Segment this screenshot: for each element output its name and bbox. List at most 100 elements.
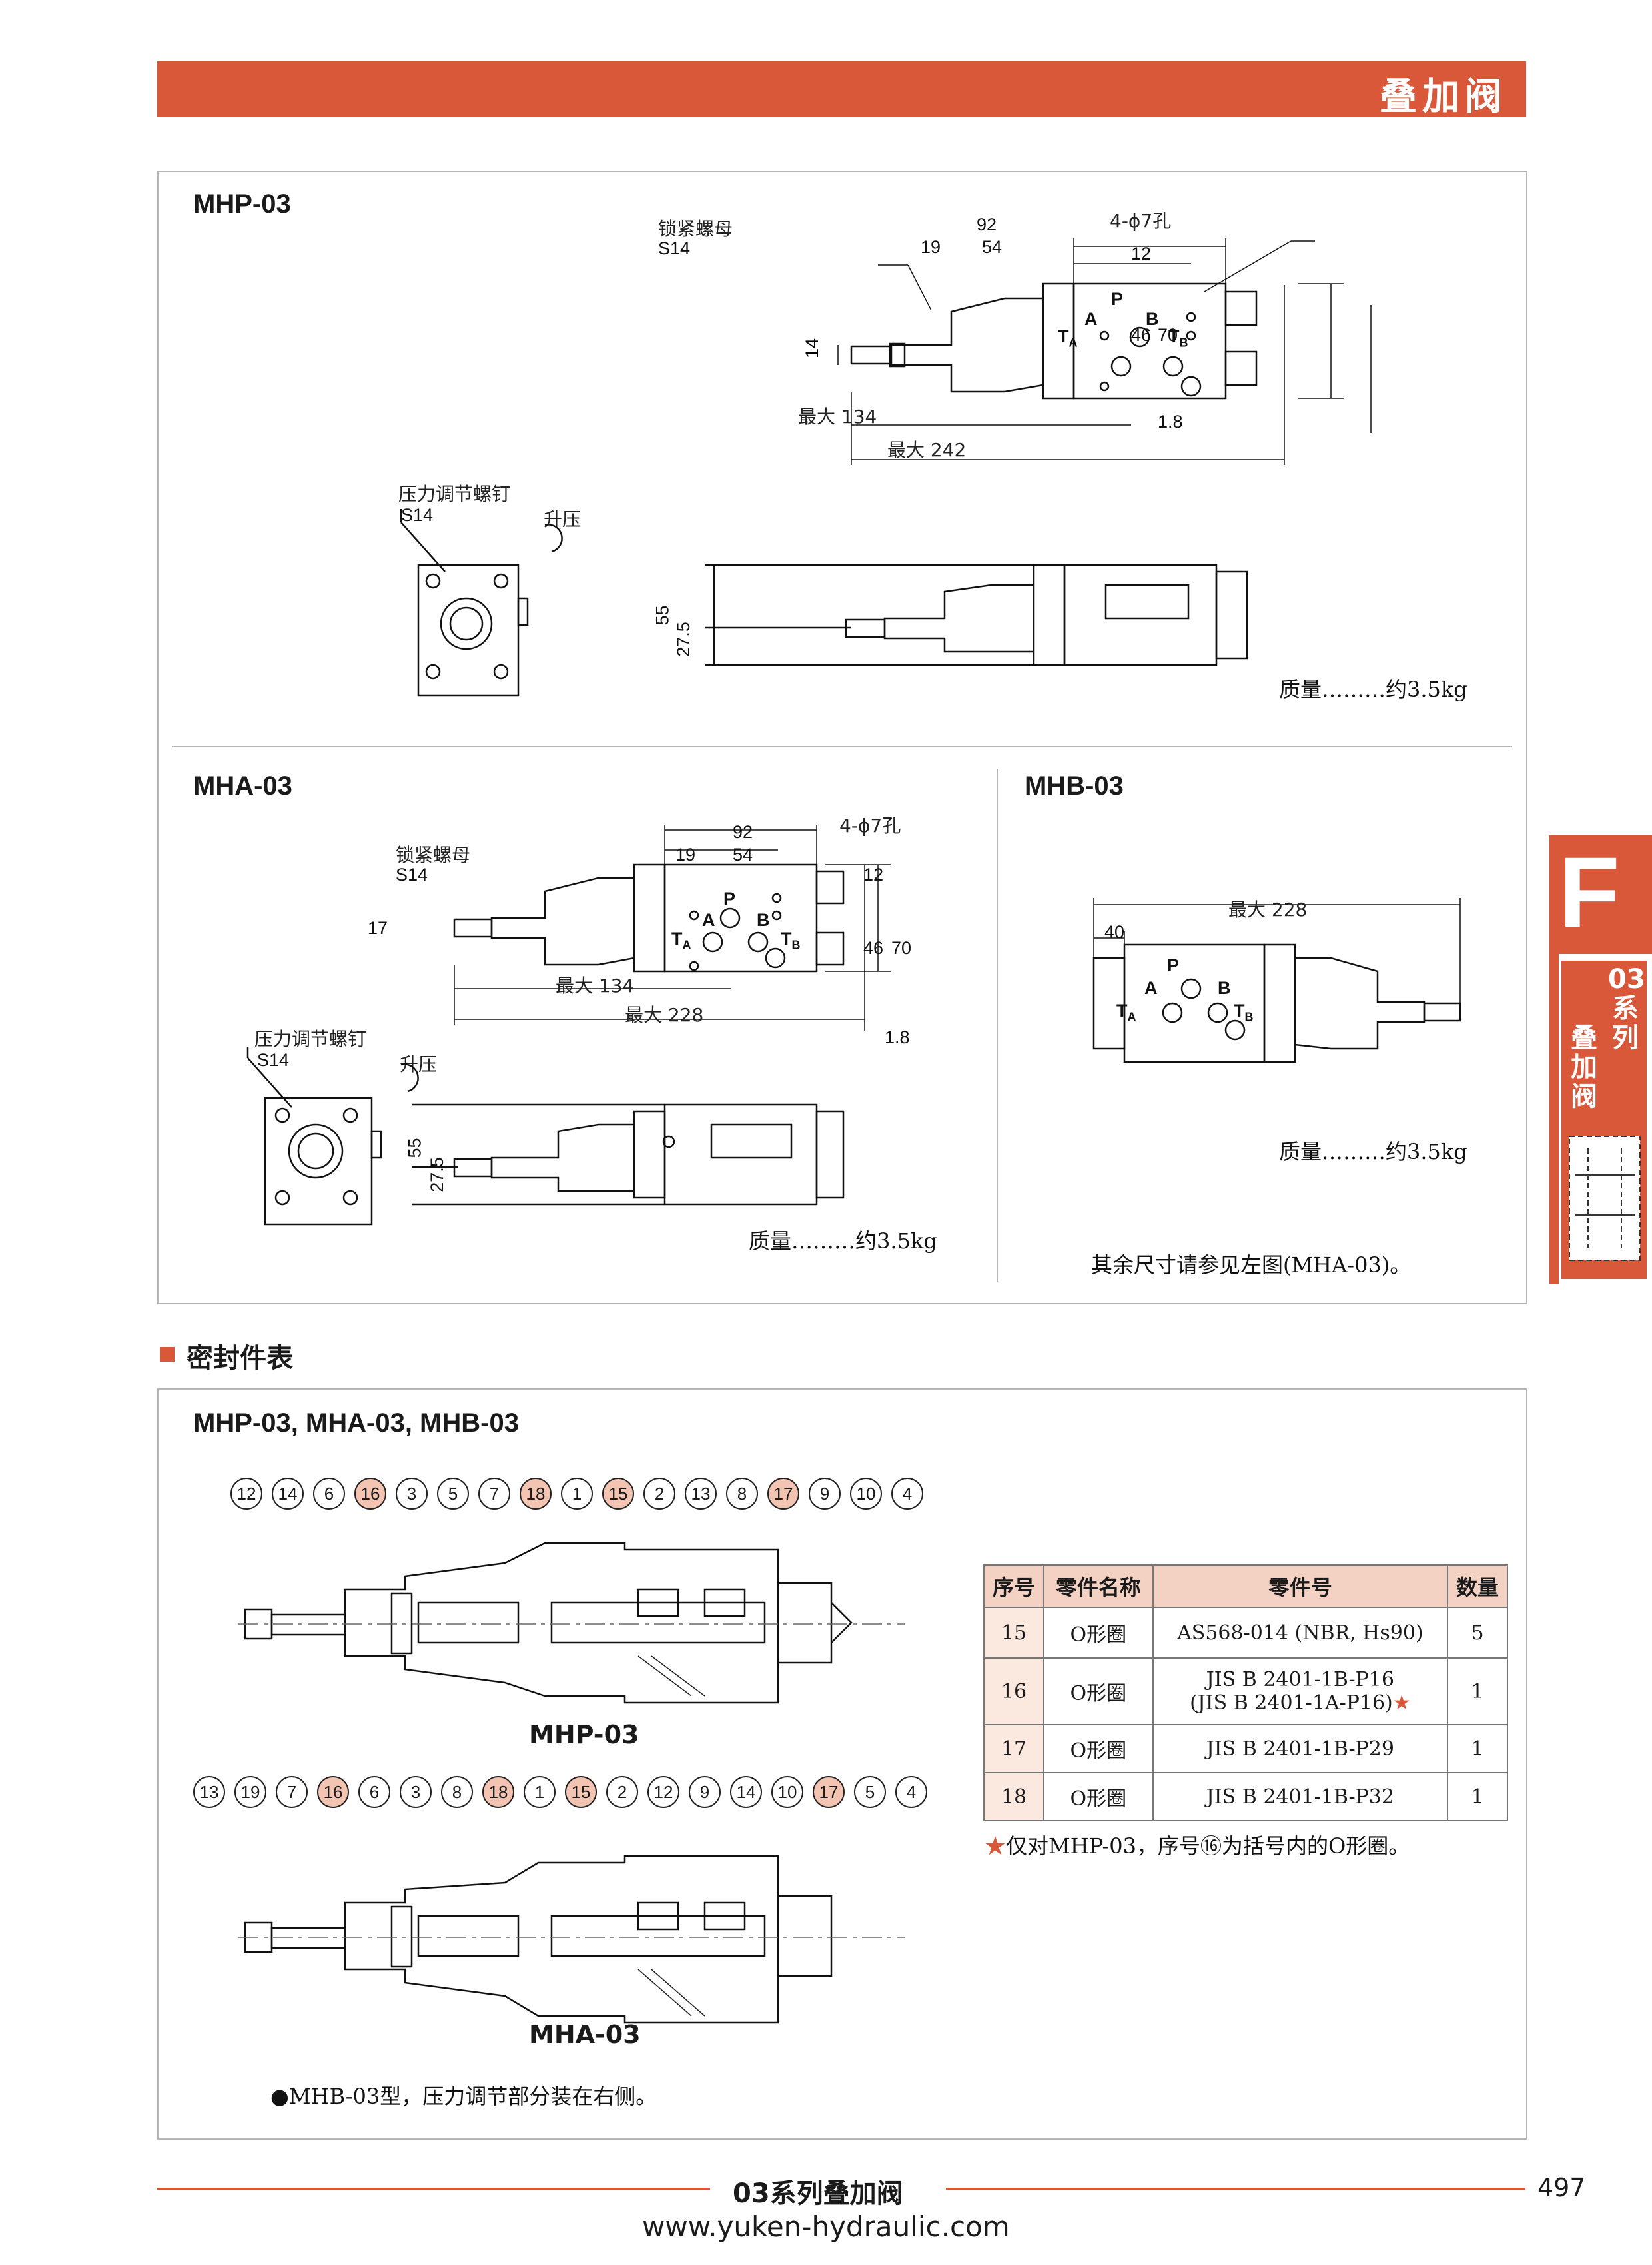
mhp-lock-nut-label: 锁紧螺母 (658, 218, 733, 240)
table-header-row: 序号 零件名称 零件号 数量 (983, 1564, 1508, 1608)
row-part: JIS B 2401-1B-P32 (1152, 1772, 1449, 1821)
callout-4: 4 (895, 1776, 927, 1808)
callout-14: 14 (272, 1478, 304, 1510)
mha-dim-27-5: 27.5 (426, 1157, 447, 1192)
mhp-dim-46: 46 (1131, 325, 1152, 345)
svg-text:14: 14 (802, 338, 822, 358)
callout-8: 8 (726, 1478, 758, 1510)
callout-4: 4 (891, 1478, 923, 1510)
mha-lock-nut-label: 锁紧螺母 (396, 844, 471, 866)
col-qty: 数量 (1447, 1564, 1508, 1608)
mhb-title: MHB-03 (1025, 771, 1124, 801)
header-bar: 叠加阀 (157, 61, 1526, 119)
mhp-dim-27-5: 27.5 (673, 622, 693, 657)
mhp-mass: 质量………约3.5kg (1279, 677, 1467, 702)
mhb-seal-note: ●MHB-03型，压力调节部分装在右侧。 (270, 2084, 657, 2109)
mha-front-view-drawing (412, 1103, 845, 1206)
mhb-port-b: B (1218, 978, 1231, 998)
mhp-port-a: A (1084, 309, 1098, 329)
callout-2: 2 (643, 1478, 675, 1510)
seals-models-title: MHP-03, MHA-03, MHB-03 (193, 1408, 519, 1438)
star-icon: ★ (985, 1833, 1007, 1859)
mhp-section-label: MHP-03 (529, 1720, 639, 1749)
callout-12: 12 (230, 1478, 262, 1510)
section-marker-icon (160, 1347, 175, 1362)
row-part: AS568-014 (NBR, Hs90) (1152, 1607, 1449, 1659)
col-name: 零件名称 (1042, 1564, 1154, 1608)
mha-port-ta: TA (671, 929, 691, 952)
page-title: 叠加阀 (1380, 75, 1507, 119)
star-note: ★仅对MHP-03，序号⑯为括号内的O形圈。 (985, 1833, 1410, 1859)
mhb-mass: 质量………约3.5kg (1279, 1139, 1467, 1164)
row-seq: 18 (983, 1772, 1044, 1821)
mhp-adjust-size: S14 (401, 505, 434, 525)
mha-port-tb: TB (781, 929, 801, 952)
callout-7: 7 (478, 1478, 510, 1510)
mhb-dim-max228: 最大 228 (1228, 899, 1308, 921)
mha-dim-54: 54 (733, 845, 753, 865)
mha-sectional-drawing (238, 1855, 905, 2024)
footer-title: 03系列叠加阀 (733, 2178, 903, 2209)
callout-17: 17 (813, 1776, 845, 1808)
mhp-title: MHP-03 (193, 189, 291, 219)
callout-8: 8 (441, 1776, 473, 1808)
mhp-dim-max242: 最大 242 (887, 439, 967, 461)
mha-dim-55: 55 (404, 1138, 425, 1158)
mhp-dim-max134: 最大 134 (798, 406, 877, 428)
mha-port-a: A (702, 910, 715, 930)
callout-2: 2 (606, 1776, 638, 1808)
mha-dim-70: 70 (891, 938, 912, 958)
mhp-port-b: B (1146, 309, 1159, 329)
mhp-dim-12: 12 (1131, 244, 1152, 264)
mhp-dim-1-8: 1.8 (1158, 412, 1183, 432)
callout-13: 13 (193, 1776, 225, 1808)
callout-3: 3 (400, 1776, 432, 1808)
table-row: 17 O形圈 JIS B 2401-1B-P29 1 (983, 1724, 1508, 1773)
mhb-port-ta: TA (1116, 1001, 1136, 1024)
callout-12: 12 (647, 1776, 679, 1808)
mhb-port-p: P (1167, 955, 1180, 975)
callout-9: 9 (689, 1776, 721, 1808)
callout-3: 3 (396, 1478, 428, 1510)
mha-dim-19: 19 (675, 845, 696, 865)
mhb-port-tb: TB (1234, 1001, 1254, 1024)
callout-5: 5 (854, 1776, 886, 1808)
table-row: 16 O形圈 JIS B 2401-1B-P16(JIS B 2401-1A-P… (983, 1657, 1508, 1725)
mhp-dim-92: 92 (977, 215, 997, 234)
mha-dim-1-8: 1.8 (885, 1027, 910, 1047)
row-seq: 15 (983, 1607, 1044, 1659)
callout-5: 5 (437, 1478, 469, 1510)
page-number: 497 (1537, 2173, 1586, 2202)
row-qty: 5 (1447, 1607, 1508, 1659)
tab-series: 03 (1608, 964, 1645, 995)
vertical-divider (997, 769, 998, 1282)
mha-dim-46: 46 (863, 938, 884, 958)
seal-parts-table: 序号 零件名称 零件号 数量 15 O形圈 AS568-014 (NBR, Hs… (983, 1564, 1508, 1821)
table-row: 18 O形圈 JIS B 2401-1B-P32 1 (983, 1772, 1508, 1821)
callout-16: 16 (317, 1776, 349, 1808)
callout-18: 18 (520, 1478, 552, 1510)
mha-port-b: B (757, 910, 770, 930)
mhp-raise-label: 升压 (544, 508, 582, 530)
callout-6: 6 (358, 1776, 390, 1808)
mha-dim-92: 92 (733, 822, 753, 842)
mhb-dim-40: 40 (1104, 922, 1125, 942)
row-part: JIS B 2401-1B-P16(JIS B 2401-1A-P16)★ (1152, 1657, 1449, 1725)
mha-port-p: P (723, 889, 736, 909)
mha-dim-max228: 最大 228 (625, 1004, 704, 1026)
callout-15: 15 (602, 1478, 634, 1510)
mhp-dim-55: 55 (652, 605, 673, 626)
row-seq: 16 (983, 1657, 1044, 1725)
table-row: 15 O形圈 AS568-014 (NBR, Hs90) 5 (983, 1607, 1508, 1659)
callout-9: 9 (809, 1478, 841, 1510)
callout-15: 15 (565, 1776, 597, 1808)
footer-url[interactable]: www.yuken-hydraulic.com (642, 2210, 1010, 2243)
tab-category: 叠加阀 (1571, 1023, 1597, 1112)
mha-adjust-size: S14 (257, 1050, 290, 1070)
mha-dim-max134: 最大 134 (556, 975, 635, 997)
mha-end-view-drawing (246, 1047, 419, 1226)
tab-inner: 03 系列 叠加阀 (1561, 961, 1647, 1279)
mhb-note: 其余尺寸请参见左图(MHA-03)。 (1091, 1252, 1412, 1278)
mha-dim-17: 17 (368, 918, 388, 938)
